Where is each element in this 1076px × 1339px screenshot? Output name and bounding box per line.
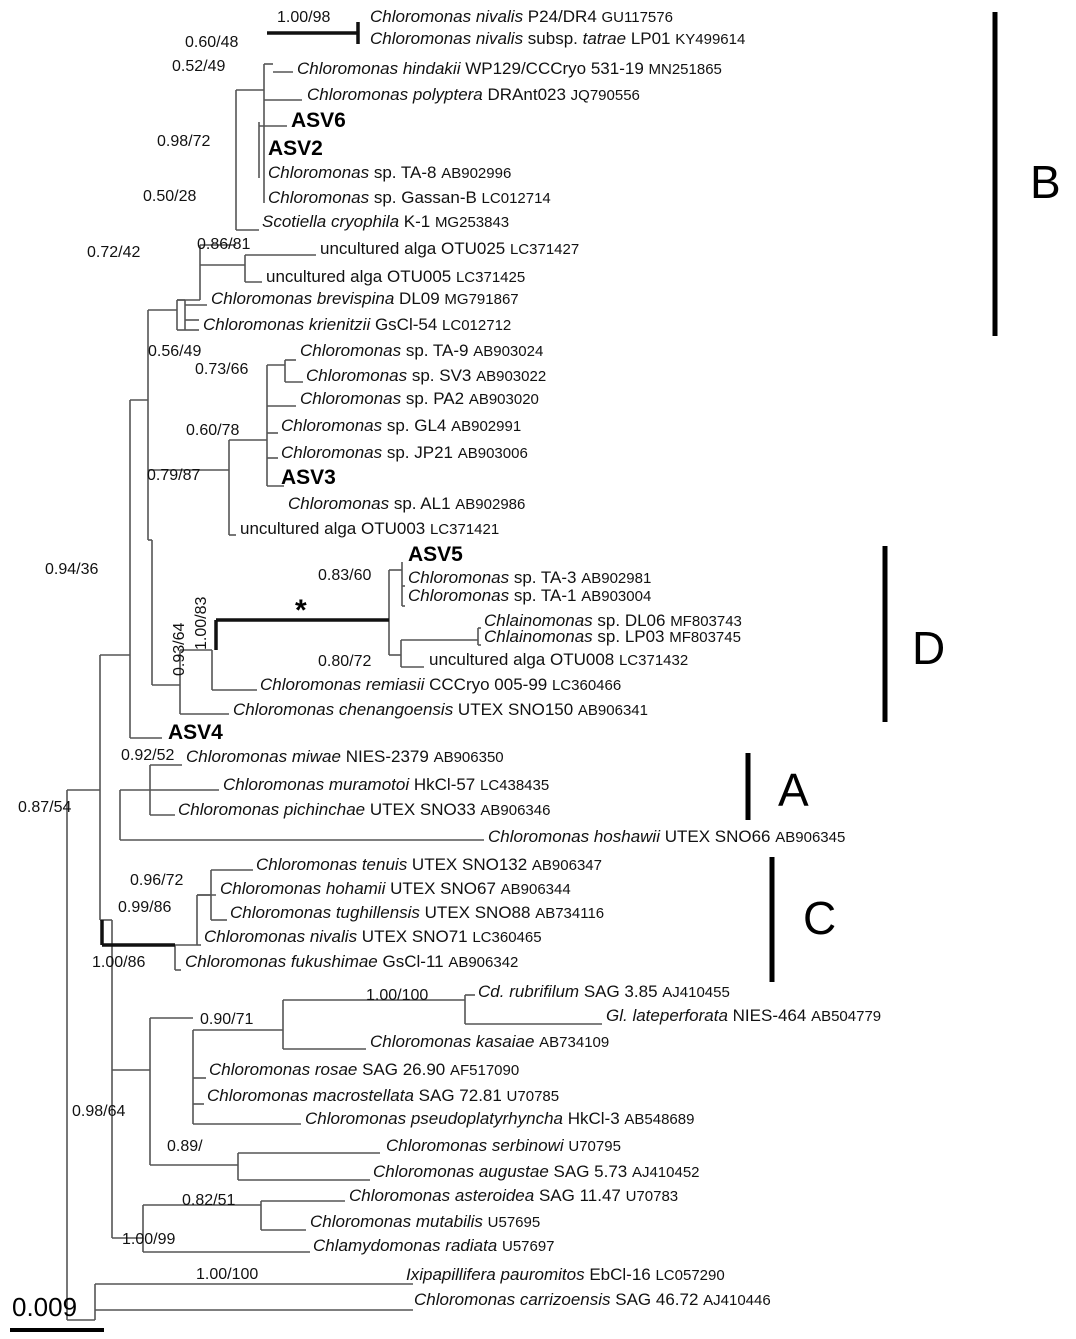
tip-label: Chloromonas pseudoplatyrhyncha HkCl-3 AB…: [305, 1109, 694, 1128]
tip-label: Chloromonas krienitzii GsCl-54 LC012712: [203, 315, 511, 334]
support-value: 0.73/66: [195, 361, 248, 378]
asv-label: ASV2: [268, 137, 323, 160]
tip-label: Chloromonas brevispina DL09 MG791867: [211, 289, 519, 308]
clade-label: B: [1030, 156, 1061, 208]
clade-markers: B D A C: [745, 12, 1061, 982]
support-value: 0.89/: [167, 1138, 203, 1155]
tip-label: Chloromonas tughillensis UTEX SNO88 AB73…: [230, 903, 604, 922]
support-value: 0.98/64: [72, 1103, 125, 1120]
scale-bar: 0.009: [10, 1292, 104, 1332]
tip-label: Chloromonas sp. GL4 AB902991: [281, 416, 521, 435]
support-value: 0.92/52: [121, 747, 174, 764]
tip-label: uncultured alga OTU003 LC371421: [240, 519, 499, 538]
tip-label: Chloromonas augustae SAG 5.73 AJ410452: [373, 1162, 700, 1181]
tip-label: uncultured alga OTU005 LC371425: [266, 267, 525, 286]
tip-label: Chloromonas hoshawii UTEX SNO66 AB906345: [488, 827, 845, 846]
asv-label: ASV6: [291, 109, 346, 132]
support-value: 0.86/81: [197, 236, 250, 253]
clade-label: C: [803, 892, 836, 944]
support-value: 1.00/99: [122, 1231, 175, 1248]
tip-label: Chloromonas chenangoensis UTEX SNO150 AB…: [233, 700, 648, 719]
tip-label: Chloromonas rosae SAG 26.90 AF517090: [209, 1060, 519, 1079]
tip-label: Chloromonas miwae NIES-2379 AB906350: [186, 747, 504, 766]
tip-label: Chloromonas macrostellata SAG 72.81 U707…: [207, 1086, 559, 1105]
support-value: 1.00/83: [193, 597, 210, 650]
support-value: 0.90/71: [200, 1011, 253, 1028]
support-value: 0.80/72: [318, 653, 371, 670]
tip-label: Chloromonas fukushimae GsCl-11 AB906342: [185, 952, 518, 971]
tip-label: Chloromonas sp. Gassan-B LC012714: [268, 188, 551, 207]
tip-label: Chloromonas kasaiae AB734109: [370, 1032, 609, 1051]
tip-label: Chloromonas sp. SV3 AB903022: [306, 366, 546, 385]
tip-labels: Chloromonas nivalis P24/DR4 GU117576Chlo…: [168, 7, 881, 1309]
tip-label: uncultured alga OTU008 LC371432: [429, 650, 688, 669]
support-value: 0.56/49: [148, 343, 201, 360]
tip-label: Chloromonas nivalis subsp. tatrae LP01 K…: [370, 29, 745, 48]
support-value: 0.93/64: [171, 623, 188, 676]
support-value: 1.00/100: [366, 987, 428, 1004]
tip-label: uncultured alga OTU025 LC371427: [320, 239, 579, 258]
support-value: 0.52/49: [172, 58, 225, 75]
tip-label: Chloromonas sp. PA2 AB903020: [300, 389, 539, 408]
asv-label: ASV3: [281, 466, 336, 489]
tip-label: Chloromonas sp. JP21 AB903006: [281, 443, 528, 462]
support-value: 0.94/36: [45, 561, 98, 578]
tip-label: Chloromonas mutabilis U57695: [310, 1212, 540, 1231]
scale-bar-label: 0.009: [12, 1292, 77, 1322]
asv-label: ASV5: [408, 543, 463, 566]
support-values: 1.00/98 0.60/48 0.52/49 0.98/72 0.50/28 0.86/…: [18, 9, 428, 1283]
support-value: 0.98/72: [157, 133, 210, 150]
tip-label: Chloromonas hindakii WP129/CCCryo 531-19…: [297, 59, 722, 78]
tree-branches: [66, 22, 602, 1321]
tip-label: Chlainomonas sp. LP03 MF803745: [484, 627, 741, 646]
tip-label: Chloromonas polyptera DRAnt023 JQ790556: [307, 85, 640, 104]
tip-label: Chloromonas sp. AL1 AB902986: [288, 494, 525, 513]
tip-label: Chloromonas sp. TA-8 AB902996: [268, 163, 511, 182]
tip-label: Chloromonas nivalis P24/DR4 GU117576: [370, 7, 673, 26]
support-value: 0.87/54: [18, 799, 71, 816]
tip-label: Chloromonas remiasii CCCryo 005-99 LC360…: [260, 675, 621, 694]
support-value: 0.96/72: [130, 872, 183, 889]
support-value: 0.72/42: [87, 244, 140, 261]
clade-label: A: [778, 764, 809, 816]
tip-label: Chloromonas muramotoi HkCl-57 LC438435: [223, 775, 549, 794]
tip-label: Chlamydomonas radiata U57697: [313, 1236, 555, 1255]
support-value: 0.82/51: [182, 1192, 235, 1209]
tip-label: Chloromonas sp. TA-1 AB903004: [408, 586, 651, 605]
support-value: 1.00/100: [196, 1266, 258, 1283]
support-value: 1.00/86: [92, 954, 145, 971]
tip-label: Chloromonas nivalis UTEX SNO71 LC360465: [204, 927, 542, 946]
tip-label: Chlainomonas sp. DL06 MF803743: [484, 611, 742, 630]
tip-label: Chloromonas serbinowi U70795: [386, 1136, 621, 1155]
tip-label: Chloromonas pichinchae UTEX SNO33 AB9063…: [178, 800, 550, 819]
tip-label: Chloromonas carrizoensis SAG 46.72 AJ410…: [414, 1290, 771, 1309]
support-value: 0.79/87: [147, 467, 200, 484]
tip-label: Gl. lateperforata NIES-464 AB504779: [606, 1006, 881, 1025]
clade-label: D: [912, 622, 945, 674]
support-value: 0.50/28: [143, 188, 196, 205]
support-value: 0.99/86: [118, 899, 171, 916]
asv-label: ASV4: [168, 721, 223, 744]
star-mark: *: [295, 594, 307, 627]
tip-label: Chloromonas asteroidea SAG 11.47 U70783: [349, 1186, 678, 1205]
tip-label: Ixipapillifera pauromitos EbCl-16 LC0572…: [406, 1265, 725, 1284]
tip-label: Chloromonas tenuis UTEX SNO132 AB906347: [256, 855, 602, 874]
support-value: 1.00/98: [277, 9, 330, 26]
tip-label: Scotiella cryophila K-1 MG253843: [262, 212, 509, 231]
tip-label: Chloromonas sp. TA-3 AB902981: [408, 568, 651, 587]
tip-label: Chloromonas sp. TA-9 AB903024: [300, 341, 543, 360]
support-value: 0.60/78: [186, 422, 239, 439]
support-value: 0.60/48: [185, 34, 238, 51]
tip-label: Cd. rubrifilum SAG 3.85 AJ410455: [478, 982, 730, 1001]
tip-label: Chloromonas hohamii UTEX SNO67 AB906344: [220, 879, 571, 898]
support-value: 0.83/60: [318, 567, 371, 584]
